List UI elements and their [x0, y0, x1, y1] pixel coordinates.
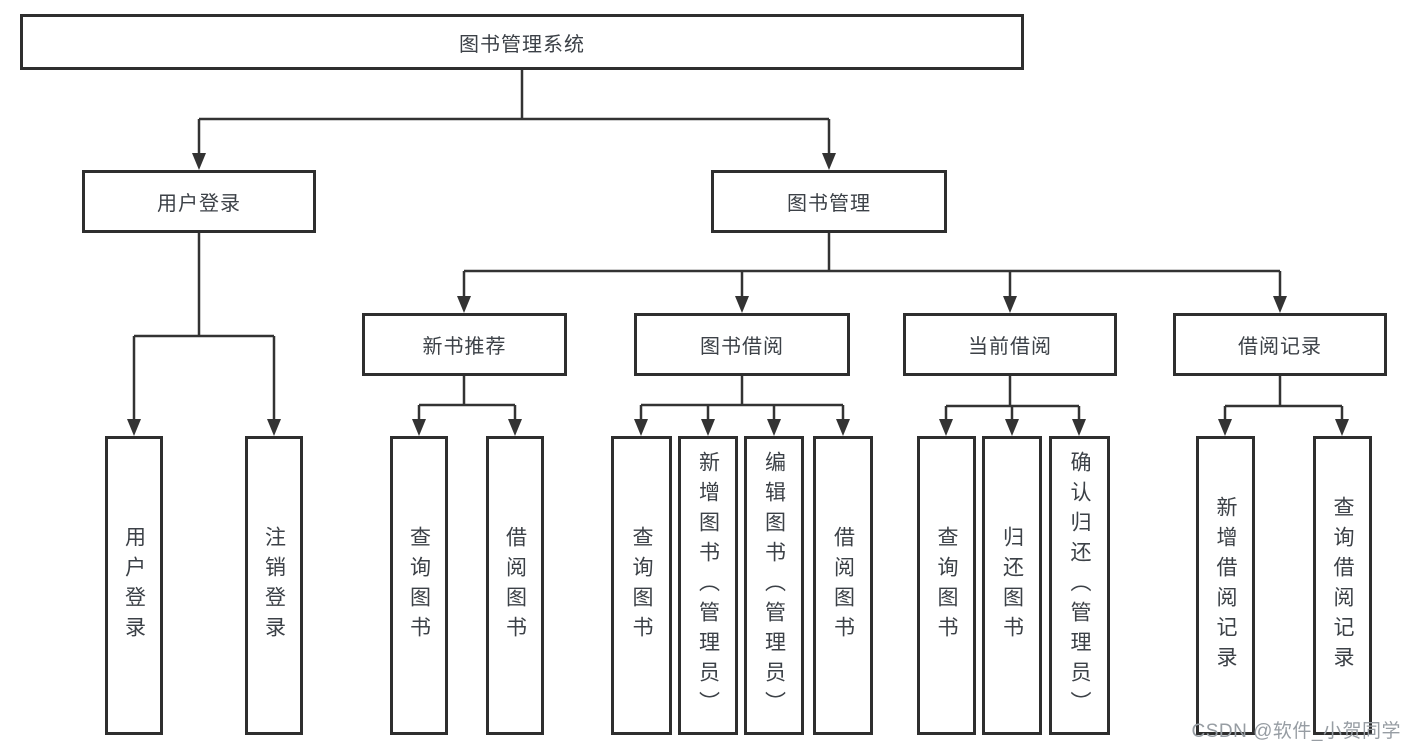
node-user-login: 用户登录	[82, 170, 316, 233]
leaf-query-books-current: 查询图书	[917, 436, 976, 735]
leaf-add-borrow-record: 新增借阅记录	[1196, 436, 1255, 735]
leaf-query-books-recommend: 查询图书	[390, 436, 448, 735]
leaf-add-book-admin: 新增图书（管理员）	[678, 436, 738, 735]
node-root: 图书管理系统	[20, 14, 1024, 70]
arrowhead-icons	[127, 153, 1349, 436]
leaf-borrow-books: 借阅图书	[813, 436, 873, 735]
leaf-query-books-borrow: 查询图书	[611, 436, 672, 735]
node-book-borrow: 图书借阅	[634, 313, 850, 376]
leaf-logout-login: 注销登录	[245, 436, 303, 735]
leaf-return-book: 归还图书	[982, 436, 1042, 735]
node-current-borrow: 当前借阅	[903, 313, 1117, 376]
node-book-management: 图书管理	[711, 170, 947, 233]
leaf-confirm-return-admin: 确认归还（管理员）	[1049, 436, 1110, 735]
leaf-edit-book-admin: 编辑图书（管理员）	[744, 436, 804, 735]
csdn-watermark: CSDN @软件_小贺同学	[1191, 721, 1401, 742]
leaf-query-borrow-record: 查询借阅记录	[1313, 436, 1372, 735]
leaf-borrow-books-recommend: 借阅图书	[486, 436, 544, 735]
connector-path	[132, 70, 1344, 424]
leaf-user-login: 用户登录	[105, 436, 163, 735]
node-new-book-recommend: 新书推荐	[362, 313, 567, 376]
node-borrow-records: 借阅记录	[1173, 313, 1387, 376]
